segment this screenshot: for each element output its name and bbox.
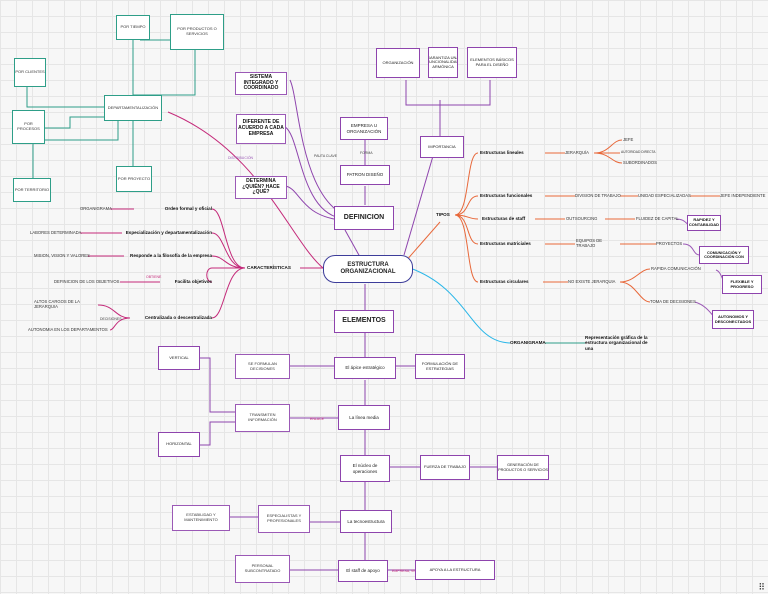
node-por-proyecto[interactable]: POR PROYECTO — [116, 166, 152, 192]
node-garantiza[interactable]: GARANTIZA UNA FUNCIONALIDAD ARMÓNICA — [428, 47, 458, 78]
node-tecnoestructura[interactable]: La tecnoestructura — [340, 510, 392, 533]
node-horizontal[interactable]: HORIZONTAL — [158, 432, 200, 457]
node-sistema-integrado[interactable]: SISTEMA INTEGRADO Y COORDINADO — [235, 72, 287, 95]
text-orden-formal: Orden formal y oficial — [164, 206, 212, 212]
node-por-clientes[interactable]: POR CLIENTES — [14, 58, 46, 87]
edge-label-distribucion: DISTRIBUCIÓN — [228, 155, 254, 160]
text-definicion-objetivos: DEFINICION DE LOS OBJETIVOS — [54, 278, 120, 284]
node-vertical[interactable]: VERTICAL — [158, 346, 200, 370]
text-proyectos: PROYECTOS — [656, 240, 683, 246]
node-importancia[interactable]: IMPORTANCIA — [420, 136, 464, 158]
text-jerarquia: JERARQUÍA — [565, 149, 589, 155]
node-nucleo[interactable]: El núcleo de operaciones — [340, 455, 390, 482]
node-patron[interactable]: PATRON DISEÑO — [340, 165, 390, 185]
edge-label-forma: FORMA — [360, 151, 373, 155]
node-formulacion[interactable]: FORMULACIÓN DE ESTRATEGIAS — [415, 354, 465, 379]
node-determina[interactable]: DETERMINA ¿QUIÉN? HACE ¿QUÉ? — [235, 176, 287, 199]
text-especializacion: Especialización y departamentalización — [125, 230, 212, 236]
text-jefe: JEFE — [623, 136, 634, 142]
node-por-territorio[interactable]: POR TERRITORIO — [13, 178, 51, 202]
text-toma: TOMA DE DECISIONES — [650, 298, 696, 304]
node-estructura-organizacional[interactable]: ESTRUCTURA ORGANIZACIONAL — [323, 255, 413, 283]
text-organigrama-node: ORGANIGRAMA — [510, 340, 546, 346]
text-autonomia: AUTONOMIA EN LOS DEPARTAMENTOS — [28, 326, 108, 332]
text-equipos: EQUIPOS DE TRABAJO — [576, 239, 603, 248]
text-subordinados: SUBORDINADOS — [623, 159, 657, 165]
text-matriciales: Estructuras matriciales — [480, 241, 531, 247]
node-flexible[interactable]: FLEXIBLE Y PROGRESO — [722, 275, 762, 294]
text-staff: Estructuras de staff — [482, 216, 526, 222]
text-mision: MISION, VISION Y VALORES — [34, 252, 90, 258]
edge-label-enlace: ENLACE — [310, 417, 325, 421]
node-empresa-organizacion[interactable]: EMPRESA U ORGANIZACIÓN — [340, 117, 388, 140]
node-staff-apoyo[interactable]: El staff de apoyo — [338, 560, 388, 582]
text-fluidez: FLUIDEZ DE CAPITAL — [636, 215, 679, 221]
text-responde: Responde a la filosofía de la empresa — [130, 253, 212, 259]
text-lineales: Estructuras lineales — [480, 150, 524, 156]
text-representacion: Representación gráfica de la estructura … — [585, 335, 648, 351]
node-linea-media[interactable]: La línea media — [338, 405, 390, 430]
node-transmiten[interactable]: TRANSMITEN INFORMACIÓN — [235, 404, 290, 432]
node-se-formulan[interactable]: SE FORMULAN DECISIONES — [235, 354, 290, 379]
text-altos-cargos: ALTOS CARGOS DE LA JERARQUIA — [34, 300, 80, 309]
grid-handle-icon[interactable]: ⠿ — [758, 582, 765, 592]
node-departamentalizacion[interactable]: DEPARTAMENTALIZACIÓN — [104, 95, 162, 121]
node-por-procesos[interactable]: POR PROCESOS — [12, 110, 45, 144]
node-por-tiempo[interactable]: POR TIEMPO — [116, 15, 150, 40]
edge-label-decisiones: DECISIONES — [100, 317, 122, 321]
node-por-productos[interactable]: POR PRODUCTOS O SERVICIOS — [170, 14, 224, 50]
node-elementos[interactable]: ELEMENTOS — [334, 310, 394, 333]
node-especialistas[interactable]: ESPECIALISTAS Y PROFESIONALES — [258, 505, 310, 533]
text-outsourcing: OUTSOURCING — [566, 215, 598, 221]
text-circulares: Estructuras circulares — [480, 279, 529, 285]
text-jefe-independiente: JEFE INDEPENDIENTE — [720, 192, 766, 198]
text-division: DIVISION DE TRABAJO — [575, 192, 621, 198]
edge-label-pauta: PAUTA CLAVE — [314, 154, 338, 158]
edge-label-obtiene: OBTIENE — [146, 275, 162, 279]
node-tipos[interactable]: TIPOS — [436, 212, 450, 218]
text-funcionales: Estructuras funcionales — [480, 193, 533, 199]
text-labores: LABORES DETERMINADA — [30, 229, 82, 235]
node-comunicacion[interactable]: COMUNICACIÓN Y COORDINACIÓN CON — [699, 246, 749, 264]
node-organizacion[interactable]: ORGANIZACIÓN — [376, 48, 420, 78]
node-definicion[interactable]: DEFINICION — [334, 206, 394, 230]
edge-label-empresa-vigilancia: EMPRESA, VIGILANCIA — [392, 569, 431, 573]
node-estabilidad[interactable]: ESTABILIDAD Y MANTENIMIENTO — [172, 505, 230, 531]
text-rapida: RAPIDA COMUNICACIÓN — [651, 265, 701, 271]
text-facilita: Facilita objetivos — [174, 279, 212, 285]
node-autonomos[interactable]: AUTONOMOS Y DESCONECTADOS — [712, 310, 754, 329]
text-no-existe: NO EXISTE JERARQUIA — [568, 278, 616, 284]
text-organigrama: ORGANIGRAMA — [80, 205, 112, 211]
node-rapidez[interactable]: RAPIDEZ Y CONTABILIDAD — [687, 215, 721, 231]
node-caracteristicas[interactable]: CARACTERÍSTICAS — [247, 265, 291, 271]
node-apoya[interactable]: APOYA A LA ESTRUCTURA — [415, 560, 495, 580]
node-apice[interactable]: El ápice estratégico — [334, 357, 396, 379]
node-generacion[interactable]: GENERACIÓN DE PRODUCTOS O SERVICIOS — [497, 455, 549, 480]
text-unidad: UNIDAD ESPECIALIZADAS — [638, 192, 691, 198]
node-personal[interactable]: PERSONAL SUBCONTRATADO — [235, 555, 290, 583]
node-diferente[interactable]: DIFERENTE DE ACUERDO A CADA EMPRESA — [236, 114, 286, 144]
text-autoridad: AUTORIDAD DIRECTA — [621, 150, 656, 155]
node-fuerza[interactable]: FUERZA DE TRABAJO — [420, 455, 470, 480]
node-elementos-basicos[interactable]: ELEMENTOS BÁSICOS PARA EL DISEÑO — [467, 47, 517, 78]
text-centralizada: Centralizada o descentralizada — [144, 315, 212, 321]
